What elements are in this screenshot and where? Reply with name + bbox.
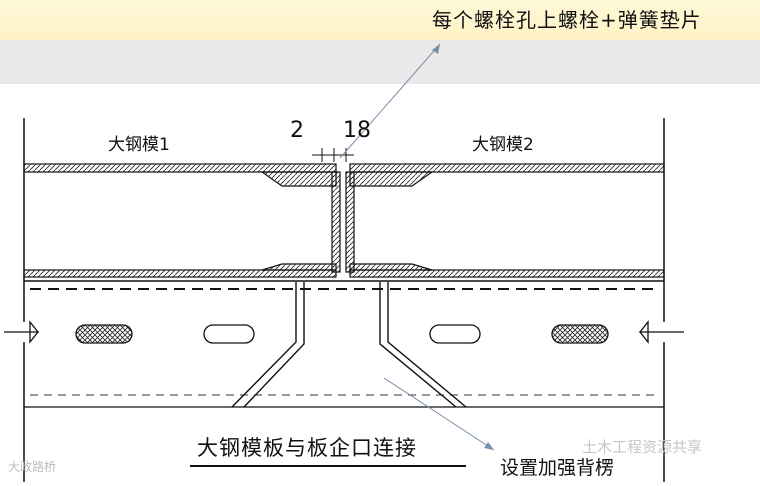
bolt-slot-hatched-right: [551, 324, 609, 344]
top-wedge-right: [349, 171, 434, 187]
bolt-slot-open-right: [429, 324, 481, 344]
rib-left-outline: [231, 282, 297, 408]
top-note-arrowhead: [432, 44, 440, 54]
bolt-note-label: 每个螺栓孔上螺栓+弹簧垫片: [432, 8, 702, 32]
top-highlight-band: [0, 0, 760, 40]
watermark-left: 大政路桥: [8, 460, 57, 474]
rib-note-leader: [383, 377, 495, 451]
bottom-wedge-right: [349, 263, 433, 271]
bottom-plate-left: [23, 269, 337, 278]
top-plate-left: [23, 163, 337, 173]
left-break-symbol: [4, 320, 40, 344]
bolt-slot-open-left: [203, 324, 255, 344]
dimension-width-label: 18: [343, 118, 371, 143]
steel-form-2-label: 大钢模2: [472, 135, 534, 155]
top-note-leader: [339, 43, 441, 159]
gray-band: [0, 40, 760, 84]
rib-right-outline-inner: [387, 282, 467, 408]
top-wedge-left: [260, 171, 337, 187]
web-left: [331, 171, 341, 273]
rib-right-outline: [379, 282, 457, 408]
rib-note-arrowhead: [484, 442, 494, 450]
rib-note-label: 设置加强背楞: [500, 457, 615, 479]
diagram-caption: 大钢模板与板企口连接: [197, 436, 417, 460]
bolt-slot-hatched-left: [75, 324, 133, 344]
bottom-wedge-left: [261, 263, 337, 271]
top-plate-right: [349, 163, 665, 173]
right-break-symbol: [638, 320, 684, 344]
steel-form-1-label: 大钢模1: [108, 135, 170, 155]
bottom-plate-right: [349, 269, 665, 278]
watermark-right: 土木工程资源共享: [582, 438, 703, 456]
web-right: [345, 171, 355, 273]
dimension-gap-label: 2: [290, 118, 304, 143]
rib-left-outline-inner: [243, 282, 305, 408]
